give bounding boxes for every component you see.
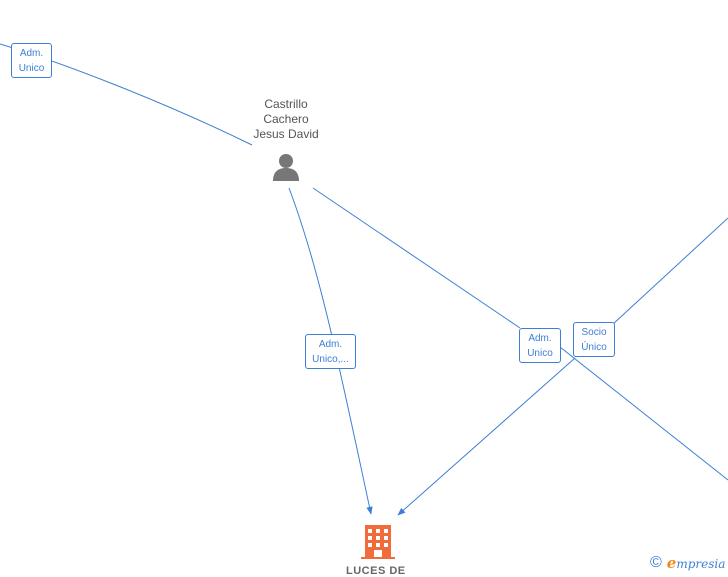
brand-initial: e	[666, 554, 677, 572]
edge-label-adm-unico-right[interactable]: Adm. Unico	[519, 328, 561, 363]
edge-label-line: Adm.	[528, 333, 552, 344]
edge-label-line: Unico	[527, 348, 553, 359]
company-node-name[interactable]: LUCES DE	[346, 565, 406, 577]
edge-label-adm-unico-top[interactable]: Adm. Unico	[11, 43, 52, 78]
edge-label-line: Socio	[581, 327, 607, 338]
edge-adm-unico-right-continued	[559, 346, 728, 481]
copyright-footer: © empresia	[650, 553, 725, 573]
edge-socio-unico-upper	[611, 217, 728, 326]
edge-adm-unico-ellipsis	[288, 187, 373, 515]
copyright-icon: ©	[650, 554, 662, 571]
edge-label-line: Unico,...	[312, 354, 349, 365]
edge-socio-unico-lower	[397, 357, 576, 516]
person-icon[interactable]	[273, 154, 299, 181]
edge-label-line: Único	[581, 342, 607, 353]
edge-label-line: Adm.	[19, 48, 44, 59]
empresia-logo[interactable]: empresia	[667, 554, 726, 572]
edge-label-line: Unico	[18, 63, 45, 74]
edge-adm-unico-right	[312, 187, 521, 329]
edge-label-line: Adm.	[318, 339, 343, 350]
person-name-line: Castrillo	[264, 97, 308, 111]
edge-label-socio-unico[interactable]: Socio Único	[573, 322, 615, 357]
edge-label-adm-unico-ellipsis[interactable]: Adm. Unico,...	[305, 334, 356, 369]
person-name-line: Jesus David	[253, 127, 319, 141]
brand-name: mpresia	[676, 557, 726, 571]
person-node-name[interactable]: Castrillo Cachero Jesus David	[236, 97, 336, 142]
building-icon[interactable]	[361, 525, 395, 559]
person-name-line: Cachero	[263, 112, 309, 126]
